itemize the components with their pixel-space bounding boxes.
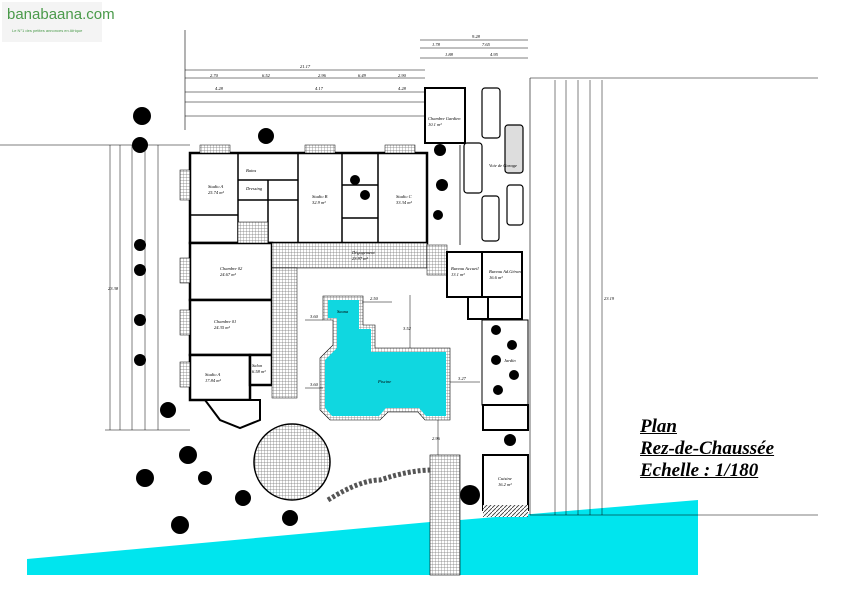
site-logo: banabaana.com Le N°1 des petites annonce… [2, 2, 115, 42]
trees [132, 107, 519, 534]
chambre-02-area-label: 24.67 m² [220, 272, 236, 277]
top-dimensions [185, 39, 528, 117]
sea-water [27, 522, 430, 575]
room-cuisine: Cuisine [498, 476, 512, 481]
kitchen-roof-hatch [483, 505, 528, 517]
top-3-label: 2.96 [318, 73, 327, 78]
chambre-01-area-label: 24.35 m² [214, 325, 230, 330]
room-sauna: Sauna [337, 309, 349, 314]
room-chambre-gardien: Chambre Gardien [428, 116, 461, 121]
left-total-dim: 23.38 [108, 286, 119, 291]
studio-a-bottom-area-label: 17.84 m² [205, 378, 221, 383]
salon-area-label: 6.58 m² [252, 369, 266, 374]
bureau-accueil-area-label: 13.1 m² [451, 272, 465, 277]
pool-b-label: 3.60 [310, 382, 319, 387]
cuisine-area-label: 16.2 m² [498, 482, 512, 487]
room-bureau-admin: Bureau Ad.Gérant [489, 269, 523, 274]
right-total-dim: 23.19 [604, 296, 615, 301]
pool-e-label: 3.27 [458, 376, 467, 381]
room-salon: Salon [252, 363, 263, 368]
room-studio-b: Studio B [312, 194, 328, 199]
title-level: Rez-de-Chaussée [640, 438, 775, 459]
sea-water-right [460, 500, 698, 575]
pool-a-label: 3.60 [310, 314, 319, 319]
studio-a-top-area-label: 25.74 m² [208, 190, 224, 195]
top-right-a-label: 7.65 [482, 42, 491, 47]
room-studio-c: Studio C [396, 194, 413, 199]
right-dimensions [554, 80, 603, 515]
studio-b-area-label: 32.9 m² [312, 200, 326, 205]
title-block: Plan Rez-de-Chaussée Echelle : 1/180 [640, 416, 774, 482]
room-bains: Bains [246, 168, 256, 173]
top-8-label: 4.28 [398, 86, 407, 91]
room-studio-a-top: Studio A [208, 184, 224, 189]
label-jardin: Jardin [504, 358, 516, 363]
chambre-gardien-area-label: 10.1 m² [428, 122, 442, 127]
access-path [429, 454, 461, 576]
circulation-hatch [179, 144, 448, 399]
title-plan: Plan [640, 416, 677, 437]
round-terrace [253, 423, 331, 501]
pool-c-label: 2.50 [370, 296, 379, 301]
room-dressing: Dressing [245, 186, 263, 191]
top-6-label: 4.28 [215, 86, 224, 91]
jardin-wall [481, 319, 529, 406]
garden-path [326, 467, 433, 503]
top-1-label: 2.70 [210, 73, 219, 78]
parked-cars [463, 87, 524, 242]
top-2-label: 6.52 [262, 73, 271, 78]
top-7-label: 4.17 [315, 86, 324, 91]
top-dimension-labels: 21.17 2.70 6.52 2.96 6.49 2.90 4.28 4.17… [210, 34, 499, 91]
studio-c-area-label: 33.34 m² [396, 200, 412, 205]
top-right-total-label: 9.28 [472, 34, 481, 39]
room-labels: Studio A 25.74 m² Studio B 32.9 m² Studi… [205, 116, 523, 487]
room-bureau-accueil: Bureau Accueil [451, 266, 479, 271]
room-studio-a-bottom: Studio A [205, 372, 221, 377]
pool-d-label: 3.52 [403, 326, 412, 331]
top-right-c-label: 1.78 [432, 42, 441, 47]
logo-tagline: Le N°1 des petites annonces en Afrique [12, 28, 83, 33]
label-voie-garage: Voie de Garage [489, 163, 517, 168]
room-degagement: Dégagement [351, 250, 375, 255]
top-right-d-label: 1.88 [445, 52, 454, 57]
title-scale: Echelle : 1/180 [640, 460, 759, 481]
pool-dimensions [305, 295, 480, 455]
logo-brand: banabaana.com [7, 6, 115, 23]
angled-wing [203, 399, 261, 430]
top-right-b-label: 4.95 [490, 52, 499, 57]
interior-walls [190, 153, 379, 243]
pool-f-label: 2.96 [432, 436, 441, 441]
right-wing-walls [424, 87, 529, 511]
degagement-area-label: 23.97 m² [352, 256, 368, 261]
room-piscine: Piscine [377, 379, 391, 384]
top-4-label: 6.49 [358, 73, 367, 78]
building-walls [188, 151, 429, 402]
left-dimensions [105, 145, 190, 431]
bureau-admin-area-label: 16.6 m² [489, 275, 503, 280]
pool-water [325, 300, 446, 416]
room-chambre-01: Chambre 01 [214, 319, 236, 324]
top-total-label: 21.17 [300, 64, 311, 69]
room-chambre-02: Chambre 02 [220, 266, 243, 271]
pool-dimension-labels: 3.60 3.60 2.50 3.52 3.27 2.96 [310, 296, 467, 441]
top-5-label: 2.90 [398, 73, 407, 78]
